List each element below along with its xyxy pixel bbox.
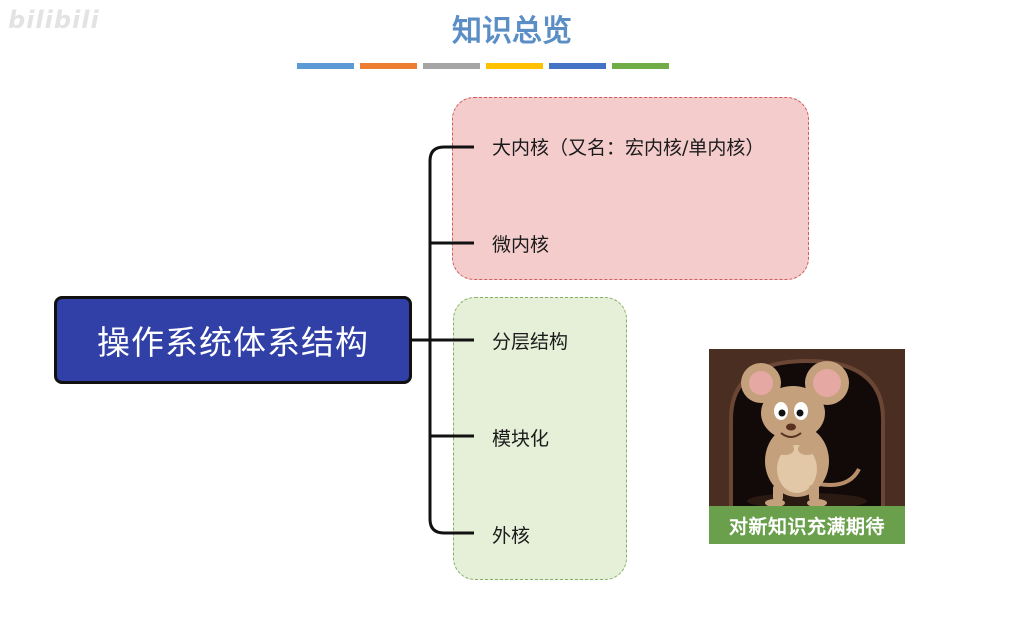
- node-layered-structure: 分层结构: [492, 331, 569, 353]
- color-bar: [297, 63, 354, 69]
- node-monolithic-kernel: 大内核（又名：宏内核/单内核）: [492, 137, 765, 159]
- color-bar-strip: [297, 63, 677, 69]
- structure-group-box: [453, 297, 627, 580]
- bilibili-watermark: bilibili: [8, 6, 100, 34]
- mouse-illustration: [709, 349, 905, 509]
- root-node: 操作系统体系结构: [54, 296, 412, 384]
- node-exokernel: 外核: [492, 525, 531, 547]
- color-bar: [549, 63, 606, 69]
- meme-image: 对新知识充满期待: [709, 349, 905, 544]
- color-bar: [612, 63, 669, 69]
- color-bar: [486, 63, 543, 69]
- color-bar: [423, 63, 480, 69]
- node-microkernel: 微内核: [492, 234, 550, 256]
- meme-caption: 对新知识充满期待: [709, 506, 905, 544]
- node-modular: 模块化: [492, 428, 550, 450]
- kernel-group-box: [452, 97, 809, 280]
- color-bar: [360, 63, 417, 69]
- page-title: 知识总览: [452, 14, 572, 49]
